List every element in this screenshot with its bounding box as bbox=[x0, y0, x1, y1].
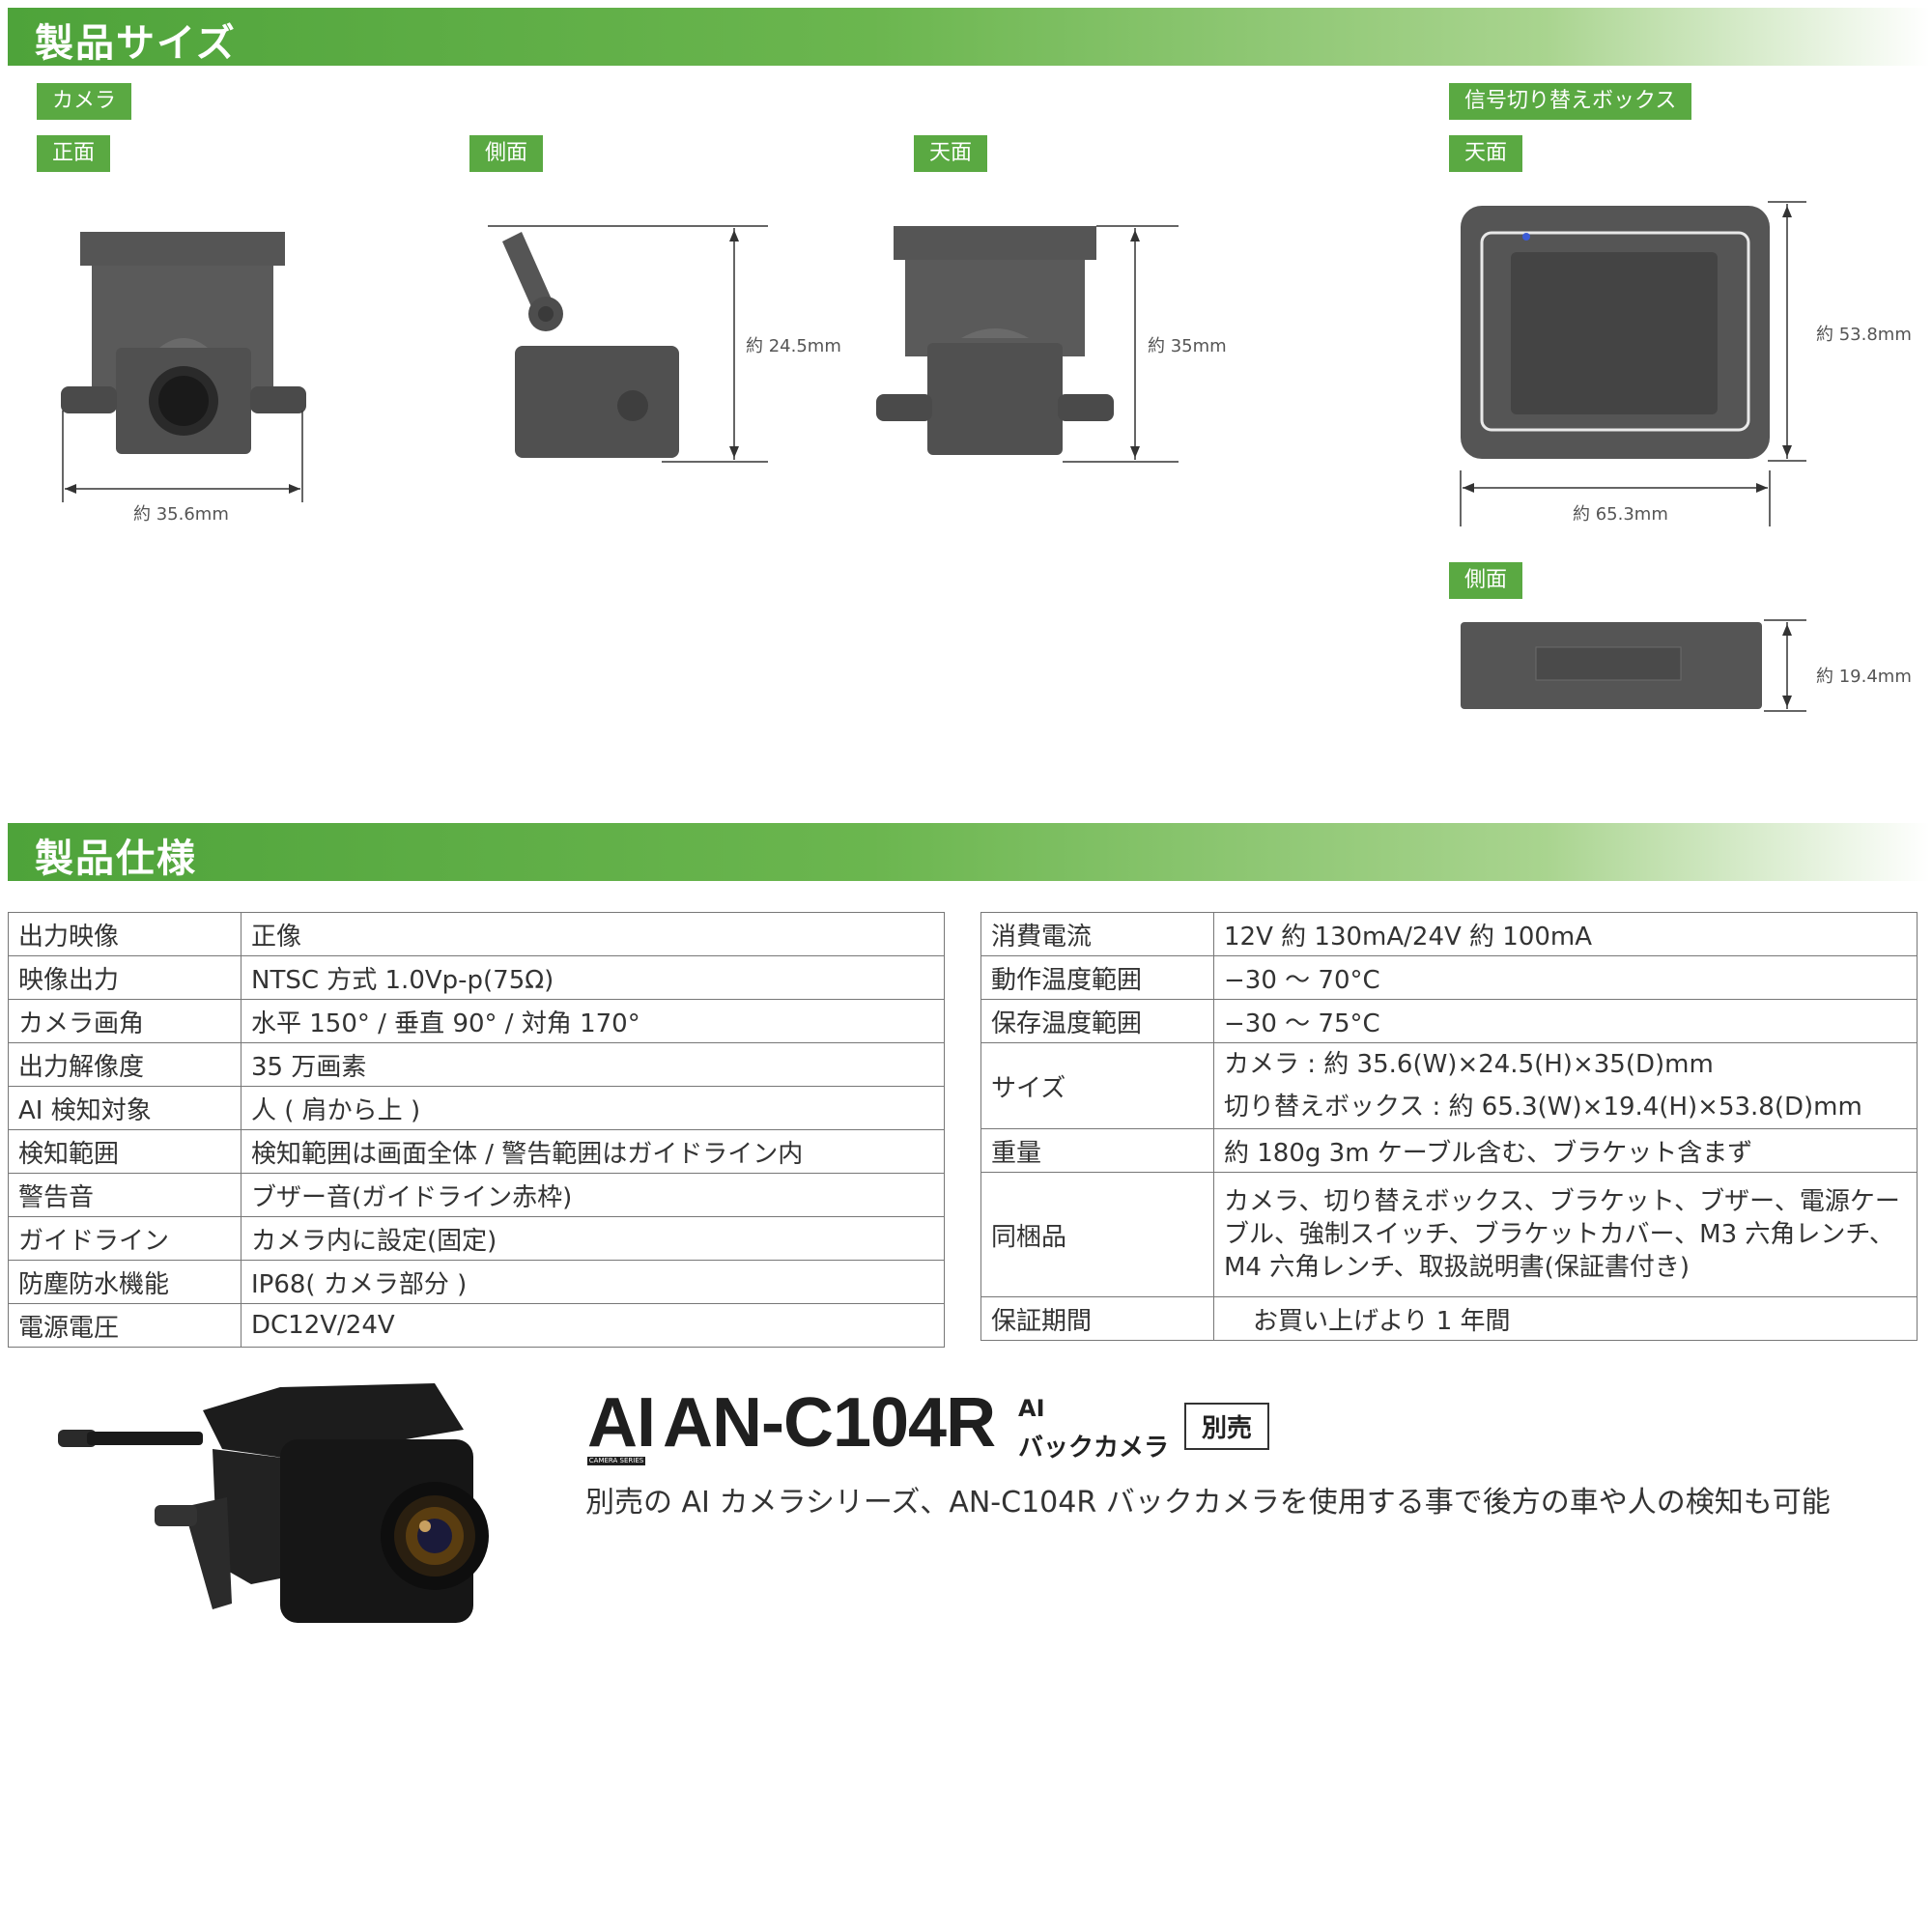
spec-section-title: 製品仕様 bbox=[35, 837, 197, 881]
back-camera-image bbox=[58, 1383, 489, 1623]
switch-box-label: 信号切り替えボックス bbox=[1449, 83, 1692, 120]
spec-key: 同梱品 bbox=[980, 1172, 1214, 1297]
table-row: 重量約 180g 3m ケーブル含む、ブラケット含まず bbox=[980, 1128, 1918, 1173]
spec-value: 人 ( 肩から上 ) bbox=[241, 1086, 945, 1130]
spec-value: 正像 bbox=[241, 912, 945, 956]
box-height-dimension: 約 53.8mm bbox=[1816, 325, 1912, 345]
box-side-label: 側面 bbox=[1449, 562, 1523, 599]
spec-key: 防塵防水機能 bbox=[8, 1260, 242, 1304]
spec-key: 動作温度範囲 bbox=[980, 955, 1214, 1000]
table-row: 保存温度範囲−30 ～ 75°C bbox=[980, 999, 1918, 1043]
size-camera: カメラ : 約 35.6(W)×24.5(H)×35(D)mm bbox=[1224, 1050, 1714, 1079]
spec-value: 約 180g 3m ケーブル含む、ブラケット含まず bbox=[1213, 1128, 1918, 1173]
camera-top-height-dimension: 約 35mm bbox=[1148, 336, 1227, 356]
spec-key: 電源電圧 bbox=[8, 1303, 242, 1348]
spec-key: カメラ画角 bbox=[8, 999, 242, 1043]
product-description: 別売の AI カメラシリーズ、AN-C104R バックカメラを使用する事で後方の… bbox=[585, 1486, 1831, 1520]
spec-key: 消費電流 bbox=[980, 912, 1214, 956]
spec-value: お買い上げより 1 年間 bbox=[1213, 1296, 1918, 1341]
table-row: 警告音ブザー音(ガイドライン赤枠) bbox=[8, 1173, 945, 1217]
camera-width-dimension: 約 35.6mm bbox=[133, 504, 229, 525]
box-depth-dimension: 約 19.4mm bbox=[1816, 667, 1912, 687]
box-top-label: 天面 bbox=[1449, 135, 1523, 172]
spec-value: NTSC 方式 1.0Vp-p(75Ω) bbox=[241, 955, 945, 1000]
spec-value: ブザー音(ガイドライン赤枠) bbox=[241, 1173, 945, 1217]
view-side-label: 側面 bbox=[469, 135, 544, 172]
box-width-dimension: 約 65.3mm bbox=[1573, 504, 1668, 525]
camera-label: カメラ bbox=[37, 83, 132, 120]
product-ai-small: AI bbox=[1018, 1395, 1045, 1422]
spec-key: 重量 bbox=[980, 1128, 1214, 1173]
size-section-title: 製品サイズ bbox=[35, 21, 237, 66]
spec-value: 12V 約 130mA/24V 約 100mA bbox=[1213, 912, 1918, 956]
view-top-label: 天面 bbox=[914, 135, 988, 172]
spec-value: 検知範囲は画面全体 / 警告範囲はガイドライン内 bbox=[241, 1129, 945, 1174]
view-front-label: 正面 bbox=[37, 135, 111, 172]
size-switch-box: 切り替えボックス : 約 65.3(W)×19.4(H)×53.8(D)mm bbox=[1224, 1093, 1862, 1122]
spec-value-contents: カメラ、切り替えボックス、ブラケット、ブザー、電源ケーブル、強制スイッチ、ブラケ… bbox=[1213, 1172, 1918, 1297]
switch-box-top-drawing bbox=[1460, 201, 1806, 526]
spec-key: 保存温度範囲 bbox=[980, 999, 1214, 1043]
size-section-band: 製品サイズ bbox=[8, 8, 1930, 66]
spec-key: サイズ bbox=[980, 1042, 1214, 1129]
spec-key: AI 検知対象 bbox=[8, 1086, 242, 1130]
product-brand: AI bbox=[587, 1384, 656, 1462]
spec-value: カメラ内に設定(固定) bbox=[241, 1216, 945, 1261]
spec-value: −30 ～ 70°C bbox=[1213, 955, 1918, 1000]
table-row: ガイドラインカメラ内に設定(固定) bbox=[8, 1216, 945, 1261]
spec-value: DC12V/24V bbox=[241, 1303, 945, 1348]
spec-value: IP68( カメラ部分 ) bbox=[241, 1260, 945, 1304]
product-model: AN-C104R bbox=[663, 1384, 996, 1462]
sold-separately-badge: 別売 bbox=[1184, 1403, 1270, 1450]
spec-value: 35 万画素 bbox=[241, 1042, 945, 1087]
camera-side-drawing bbox=[488, 225, 768, 463]
spec-value: 水平 150° / 垂直 90° / 対角 170° bbox=[241, 999, 945, 1043]
table-row: 出力映像正像 bbox=[8, 912, 945, 956]
camera-side-height-dimension: 約 24.5mm bbox=[746, 336, 841, 356]
spec-key: ガイドライン bbox=[8, 1216, 242, 1261]
table-row: カメラ画角水平 150° / 垂直 90° / 対角 170° bbox=[8, 999, 945, 1043]
spec-section-band: 製品仕様 bbox=[8, 823, 1930, 881]
table-row: 検知範囲検知範囲は画面全体 / 警告範囲はガイドライン内 bbox=[8, 1129, 945, 1174]
spec-key: 警告音 bbox=[8, 1173, 242, 1217]
camera-front-drawing bbox=[61, 232, 306, 502]
spec-key: 出力解像度 bbox=[8, 1042, 242, 1087]
table-row: 保証期間お買い上げより 1 年間 bbox=[980, 1296, 1918, 1341]
table-row: 動作温度範囲−30 ～ 70°C bbox=[980, 955, 1918, 1000]
spec-key: 出力映像 bbox=[8, 912, 242, 956]
spec-value-size: カメラ : 約 35.6(W)×24.5(H)×35(D)mm 切り替えボックス… bbox=[1213, 1042, 1918, 1129]
switch-box-side-drawing bbox=[1461, 619, 1806, 712]
spec-key: 映像出力 bbox=[8, 955, 242, 1000]
camera-top-drawing bbox=[876, 225, 1179, 463]
spec-value: −30 ～ 75°C bbox=[1213, 999, 1918, 1043]
brand-strip: CAMERA SERIES bbox=[587, 1457, 645, 1465]
table-row: AI 検知対象人 ( 肩から上 ) bbox=[8, 1086, 945, 1130]
table-row: 同梱品 カメラ、切り替えボックス、ブラケット、ブザー、電源ケーブル、強制スイッチ… bbox=[980, 1172, 1918, 1297]
table-row: サイズ カメラ : 約 35.6(W)×24.5(H)×35(D)mm 切り替え… bbox=[980, 1042, 1918, 1129]
spec-key: 保証期間 bbox=[980, 1296, 1214, 1341]
product-type-label: バックカメラ bbox=[1018, 1434, 1170, 1463]
spec-key: 検知範囲 bbox=[8, 1129, 242, 1174]
